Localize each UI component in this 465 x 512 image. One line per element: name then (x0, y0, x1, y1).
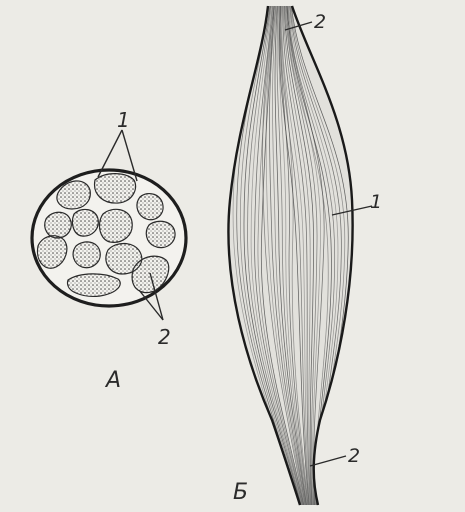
fascicle (72, 209, 98, 236)
fascicle (45, 212, 72, 238)
callout-label-1: 1 (117, 108, 130, 132)
muscle-label: 1 (370, 191, 382, 213)
panel-letter-b: Б (233, 480, 248, 505)
fascicle (146, 221, 175, 247)
callout-label-2: 2 (158, 325, 171, 349)
panel-b-whole-muscle: 2 1 2 Б (228, 0, 382, 512)
tendon-label-bottom: 2 (348, 445, 360, 467)
fascicle (95, 174, 136, 203)
tendon-label-top: 2 (314, 11, 326, 33)
panel-letter-a: А (104, 368, 121, 393)
fascicle (99, 209, 132, 242)
fascicle (137, 194, 163, 220)
fascicle (73, 242, 100, 268)
panel-a-cross-section: 1 2 А (32, 108, 186, 393)
